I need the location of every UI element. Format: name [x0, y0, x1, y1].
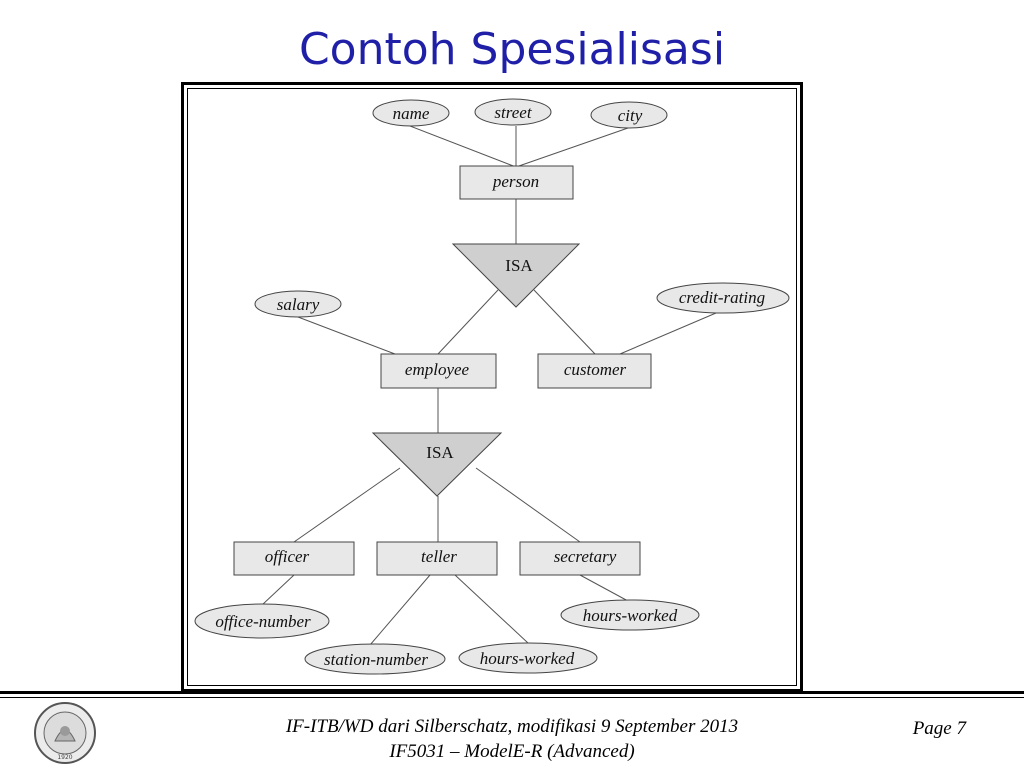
- isa-bottom-label: ISA: [426, 443, 454, 462]
- entity-customer-box: [537, 353, 652, 389]
- entity-person-box: [459, 165, 574, 200]
- attr-name-ellipse: [372, 99, 450, 127]
- entity-customer-label: customer: [564, 360, 627, 379]
- isa-top-triangle: [451, 243, 581, 308]
- attr-hours-worked-secretary-ellipse: [560, 599, 700, 631]
- entity-secretary-label: secretary: [554, 547, 617, 566]
- entity-employee-box: [380, 353, 497, 389]
- isa-top-label: ISA: [505, 256, 533, 275]
- attr-hours-worked-teller-label: hours-worked: [480, 649, 575, 668]
- page-number: Page 7: [912, 718, 966, 739]
- entity-officer-label: officer: [265, 547, 310, 566]
- attr-city-ellipse: [590, 101, 668, 129]
- entity-teller-box: [376, 541, 498, 576]
- entity-teller-label: teller: [421, 547, 457, 566]
- attr-credit-rating-label: credit-rating: [679, 288, 765, 307]
- footer-rule-thick: [0, 691, 1024, 694]
- itb-seal-icon: 1920: [34, 702, 96, 764]
- logo-year: 1920: [57, 754, 72, 761]
- isa-triangles: [371, 243, 581, 497]
- entity-officer-box: [233, 541, 355, 576]
- attr-street-ellipse: [474, 98, 552, 126]
- footer-rule-thin: [0, 697, 1024, 698]
- diagram-frame-inner: [187, 88, 797, 686]
- diagram-frame-outer: [181, 82, 803, 692]
- attr-hours-worked-secretary-label: hours-worked: [583, 606, 678, 625]
- footer-line-1: IF-ITB/WD dari Silberschatz, modifikasi …: [285, 716, 739, 737]
- isa-bottom-triangle: [371, 432, 503, 497]
- attribute-ellipses: [194, 98, 790, 675]
- attr-hours-worked-teller-ellipse: [458, 642, 598, 674]
- attr-street-label: street: [494, 103, 532, 122]
- entity-boxes: [233, 165, 652, 576]
- slide-title: Contoh Spesialisasi: [298, 24, 726, 75]
- attr-station-number-ellipse: [304, 643, 446, 675]
- attr-name-label: name: [393, 104, 430, 123]
- entity-employee-label: employee: [405, 360, 470, 379]
- connector-lines: [261, 125, 717, 646]
- entity-person-label: person: [492, 172, 539, 191]
- attr-city-label: city: [618, 106, 643, 125]
- footer-line-2: IF5031 – ModelE-R (Advanced): [389, 741, 635, 762]
- attr-salary-label: salary: [277, 295, 320, 314]
- attr-office-number-label: office-number: [215, 612, 311, 631]
- attr-credit-rating-ellipse: [656, 282, 790, 314]
- attr-office-number-ellipse: [194, 603, 330, 639]
- attr-station-number-label: station-number: [324, 650, 428, 669]
- entity-secretary-box: [519, 541, 641, 576]
- attr-salary-ellipse: [254, 290, 342, 318]
